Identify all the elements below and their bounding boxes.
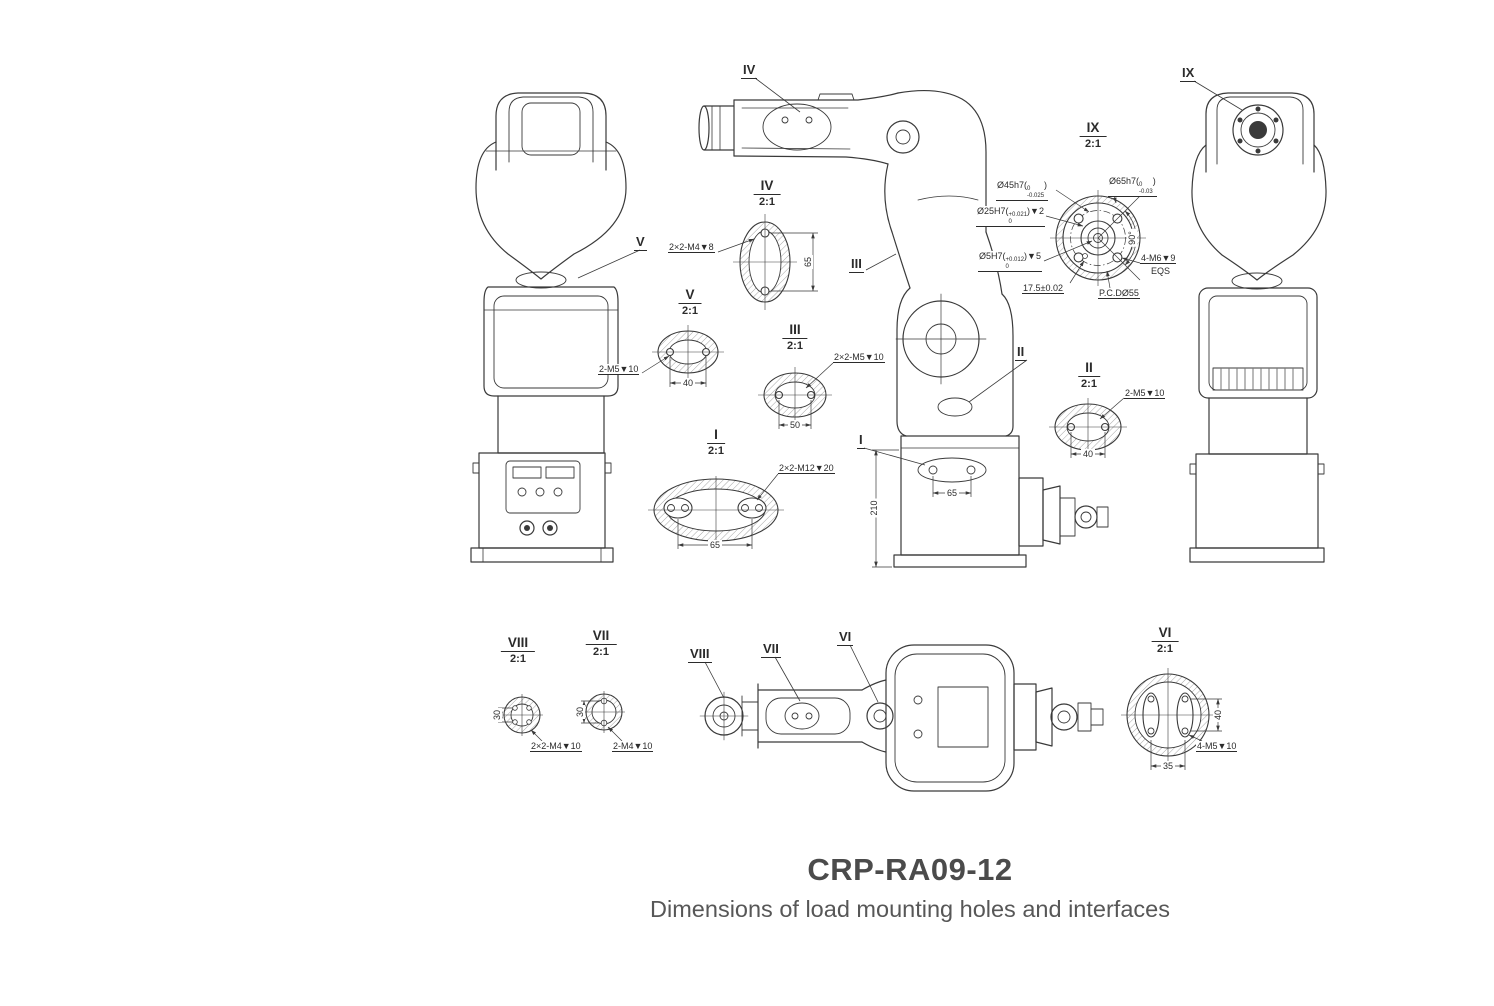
callout-i: I <box>857 432 865 449</box>
detail-v <box>652 325 724 379</box>
front-view <box>470 92 627 563</box>
ix-dia45-label: Ø45h7(0-0.025) <box>996 180 1049 201</box>
thread-note-vi: 4-M5▼10 <box>1196 741 1238 752</box>
callout-leaders <box>577 77 1243 703</box>
thread-note-v: 2-M5▼10 <box>598 364 640 375</box>
thread-note-iv: 2×2-M4▼8 <box>668 242 715 253</box>
detail-iii <box>758 367 832 423</box>
dim-vi-35: 35 <box>1160 761 1176 771</box>
dim-vi-40: 40 <box>1213 707 1223 723</box>
callout-ix: IX <box>1180 65 1197 82</box>
model-title: CRP-RA09-12 <box>807 852 1013 887</box>
ix-offset-label: 17.5±0.02 <box>1022 283 1064 294</box>
detail-viii <box>501 694 543 736</box>
dim-ii-40: 40 <box>1080 449 1096 459</box>
annotation-leaders <box>530 185 1203 742</box>
thread-note-ix: 4-M6▼9 <box>1140 253 1177 264</box>
callout-vi: VI <box>837 629 854 646</box>
ix-angle-label: 90° <box>1127 229 1137 247</box>
detail-vi <box>1121 668 1215 762</box>
thread-note-ii: 2-M5▼10 <box>1124 388 1166 399</box>
dim-iii-50: 50 <box>787 420 803 430</box>
detail-ii <box>1049 398 1127 456</box>
callout-v: V <box>634 234 647 251</box>
dim-i-65: 65 <box>707 540 723 550</box>
drawing-subtitle: Dimensions of load mounting holes and in… <box>650 896 1170 922</box>
callout-iii: III <box>849 256 864 273</box>
detail-vii <box>583 691 625 733</box>
callout-vii: VII <box>761 641 781 658</box>
ix-pcd-label: P.C.DØ55 <box>1098 288 1140 299</box>
rear-view <box>1189 92 1327 563</box>
callout-viii: VIII <box>688 646 712 663</box>
dim-iv-65: 65 <box>803 254 813 270</box>
thread-note-i: 2×2-M12▼20 <box>778 463 835 474</box>
dim-v-40: 40 <box>680 378 696 388</box>
dim-base-210: 210 <box>869 498 879 518</box>
dim-vii-30: 30 <box>575 704 585 720</box>
thread-note-iii: 2×2-M5▼10 <box>833 352 885 363</box>
thread-note-viii: 2×2-M4▼10 <box>530 741 582 752</box>
detail-i <box>648 476 784 544</box>
ix-dia65-label: Ø65h7(0-0.03) <box>1108 176 1157 197</box>
detail-iv <box>733 214 797 310</box>
dim-base-65: 65 <box>944 488 960 498</box>
callout-ii: II <box>1015 344 1027 361</box>
callout-iv: IV <box>741 62 758 79</box>
thread-note-ix-eqs: EQS <box>1150 266 1172 276</box>
dim-viii-30: 30 <box>492 707 502 723</box>
top-view <box>699 644 1104 792</box>
thread-note-vii: 2-M4▼10 <box>612 741 654 752</box>
